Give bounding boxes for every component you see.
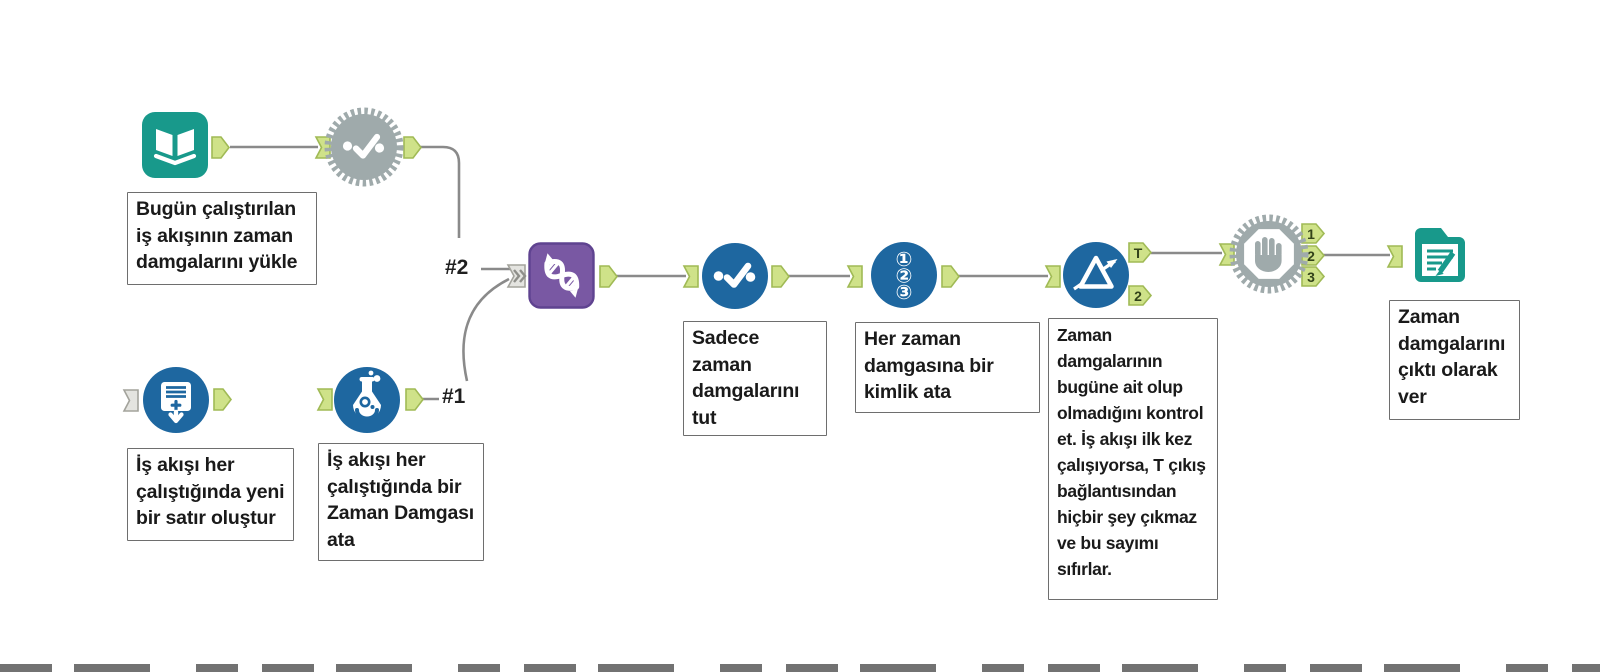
book-glyph <box>153 129 197 166</box>
triangle-arrow-icon <box>1063 242 1129 308</box>
anchor-recordid-input[interactable] <box>846 265 863 288</box>
tool-union[interactable] <box>528 242 595 309</box>
output-data-icon <box>1415 228 1465 282</box>
annotation-output[interactable]: Zaman damgalarını çıktı olarak ver <box>1389 300 1520 420</box>
tool-block-until-done[interactable] <box>1227 212 1311 296</box>
annotation-select[interactable]: Sadece zaman damgalarını tut <box>683 321 827 436</box>
anchor-check-false[interactable]: 2 <box>1128 285 1153 306</box>
annotation-formula[interactable]: İş akışı her çalıştığında bir Zaman Damg… <box>318 443 484 561</box>
annotation-check[interactable]: Zaman damgalarının bugüne ait olup olmad… <box>1048 318 1218 600</box>
svg-text:②: ② <box>896 264 913 288</box>
check-true-label: T <box>1134 245 1143 261</box>
anchor-formula-input[interactable] <box>316 388 333 411</box>
anchor-formula-output[interactable] <box>405 388 425 411</box>
tool-generate-rows[interactable] <box>141 365 211 435</box>
check-dots-glyph <box>713 262 756 288</box>
tool-unique[interactable] <box>322 105 406 189</box>
stop-hand-glyph <box>1255 237 1282 272</box>
tool-formula[interactable] <box>332 365 402 435</box>
formula-flask-icon <box>334 367 400 433</box>
anchor-select-output[interactable] <box>771 265 791 288</box>
anchor-union-multi-input[interactable] <box>506 264 527 288</box>
anchor-select-input[interactable] <box>682 265 699 288</box>
block-output-1-label: 1 <box>1307 226 1315 242</box>
anchor-block-output-3[interactable]: 3 <box>1301 266 1326 287</box>
anchor-output-input[interactable] <box>1386 245 1403 268</box>
dna-helix-glyph <box>544 253 580 298</box>
tool-input-data[interactable] <box>142 112 208 178</box>
record-id-icon: ① ② ③ <box>871 242 937 308</box>
triangle-arrow-glyph <box>1073 255 1118 291</box>
annotation-generate-rows[interactable]: İş akışı her çalıştığında yeni bir satır… <box>127 448 294 541</box>
cropped-bottom-artifact <box>0 664 1600 672</box>
check-dots-glyph <box>342 133 385 159</box>
flask-glyph <box>353 370 381 421</box>
new-row-glyph <box>161 382 191 424</box>
connector-unique-to-label2[interactable] <box>420 145 461 238</box>
select-icon <box>702 243 768 309</box>
block-output-3-label: 3 <box>1307 269 1315 285</box>
connection-label-top[interactable]: #2 <box>445 256 469 279</box>
connector-label1-to-union[interactable] <box>462 277 510 382</box>
anchor-check-input[interactable] <box>1044 265 1061 288</box>
unique-gear-icon <box>324 107 404 187</box>
anchor-generate-input[interactable] <box>122 389 139 412</box>
anchor-check-true[interactable]: T <box>1128 242 1153 263</box>
tool-output-data[interactable] <box>1407 222 1473 288</box>
annotation-input[interactable]: Bugün çalıştırılan iş akışının zaman dam… <box>127 192 317 285</box>
tool-select[interactable] <box>700 241 770 311</box>
write-document-glyph <box>1422 244 1458 276</box>
block-until-done-icon <box>1229 214 1309 294</box>
annotation-record-id[interactable]: Her zaman damgasına bir kimlik ata <box>855 322 1040 413</box>
svg-text:③: ③ <box>896 280 913 304</box>
svg-text:①: ① <box>896 247 913 271</box>
anchor-input-output[interactable] <box>211 136 231 159</box>
input-data-icon <box>142 112 208 178</box>
anchor-unique-output[interactable] <box>403 136 423 159</box>
check-false-label: 2 <box>1134 288 1142 304</box>
connection-label-bottom[interactable]: #1 <box>442 385 466 408</box>
anchor-union-output[interactable] <box>599 265 619 288</box>
tool-record-id[interactable]: ① ② ③ <box>869 240 939 310</box>
generate-rows-icon <box>143 367 209 433</box>
anchor-generate-output[interactable] <box>213 388 233 411</box>
anchor-recordid-output[interactable] <box>941 265 961 288</box>
block-output-2-label: 2 <box>1307 248 1315 264</box>
numbered-circles-glyph: ① ② ③ <box>896 247 913 304</box>
tool-check-timestamps[interactable] <box>1061 240 1131 310</box>
union-dna-icon <box>528 242 595 309</box>
